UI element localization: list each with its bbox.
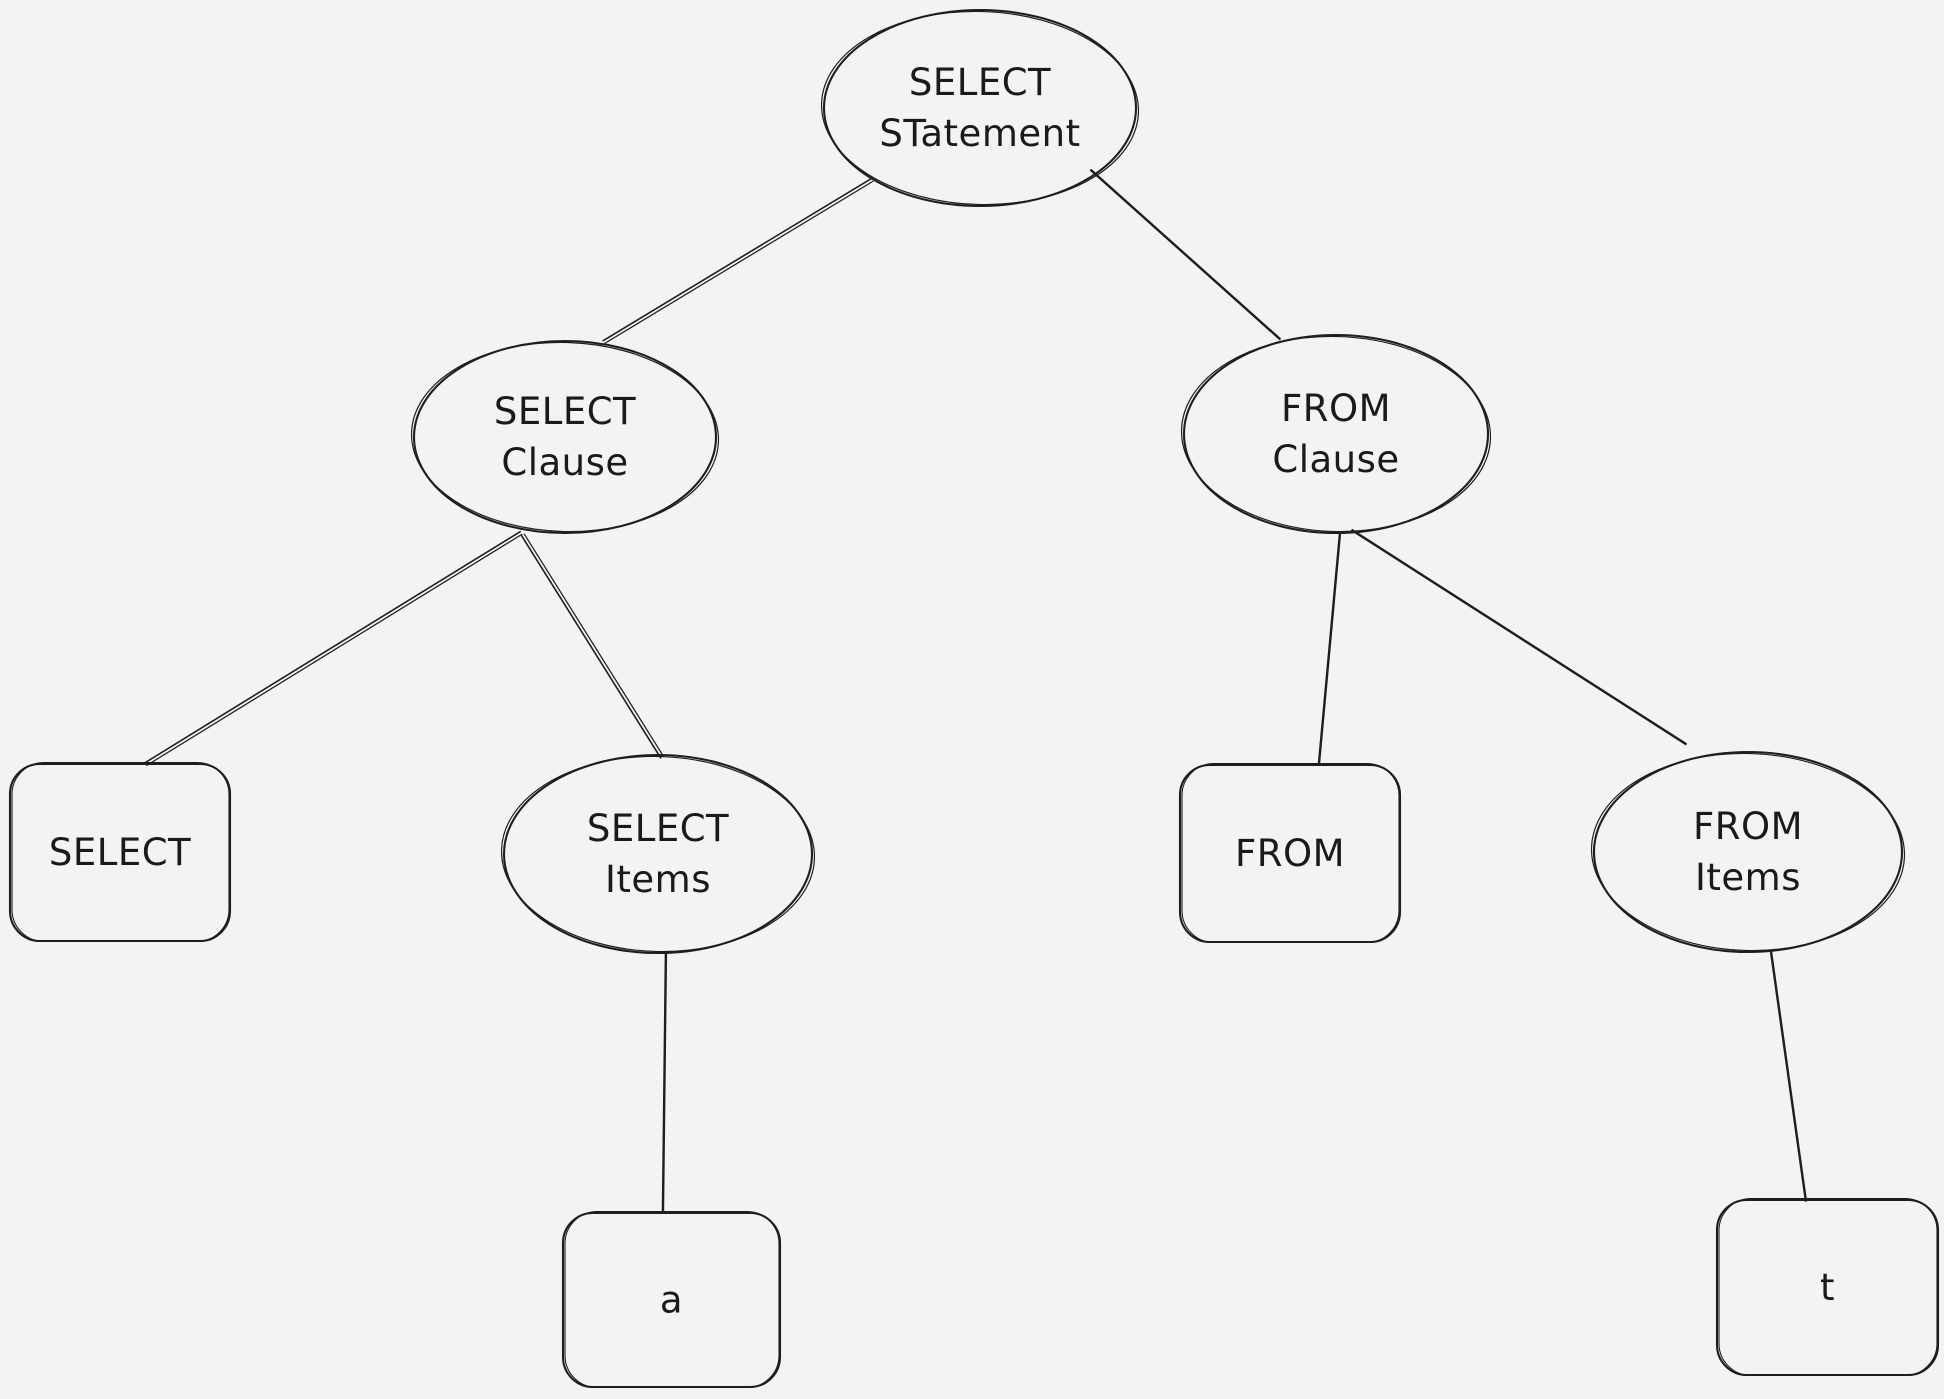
select-keyword-shape-sketch xyxy=(11,761,230,943)
select-clause-label: SELECT Clause xyxy=(494,390,636,484)
node-table-t[interactable]: t xyxy=(1715,1197,1940,1377)
column-a-label-line-1: a xyxy=(660,1279,683,1322)
edge-from-items-to-table-t[interactable] xyxy=(1769,950,1808,1202)
select-statement-label-line-1: SELECT xyxy=(909,61,1051,104)
edge-select-clause-to-select-items-stroke-1[interactable] xyxy=(520,535,662,759)
from-clause-shape[interactable] xyxy=(1182,333,1490,535)
node-from-items[interactable]: FROM Items xyxy=(1589,749,1907,955)
edge-select-statement-to-from-clause-stroke-1[interactable] xyxy=(1089,169,1281,341)
from-clause-label-line-1: FROM xyxy=(1281,387,1391,430)
select-statement-label: SELECT STatement xyxy=(879,61,1080,155)
edge-from-items-to-table-t-stroke-2[interactable] xyxy=(1770,950,1808,1202)
node-column-a[interactable]: a xyxy=(561,1210,782,1389)
edge-from-clause-to-from-items[interactable] xyxy=(1350,528,1687,746)
from-items-label: FROM Items xyxy=(1693,805,1803,899)
edge-select-statement-to-select-clause-stroke-1[interactable] xyxy=(602,177,872,342)
edge-from-clause-to-from-items-stroke-2[interactable] xyxy=(1351,528,1687,745)
select-statement-shape[interactable] xyxy=(822,8,1138,208)
select-keyword-label: SELECT xyxy=(49,831,191,874)
table-t-label-line-1: t xyxy=(1820,1266,1835,1309)
edge-from-clause-to-from-items-stroke-1[interactable] xyxy=(1350,529,1687,746)
edge-select-clause-to-select-keyword[interactable] xyxy=(144,530,523,766)
edge-from-clause-to-from-keyword[interactable] xyxy=(1317,533,1342,765)
select-items-shape-sketch xyxy=(500,755,816,953)
from-items-label-line-1: FROM xyxy=(1693,805,1803,848)
node-select-items[interactable]: SELECT Items xyxy=(499,752,817,956)
select-clause-shape[interactable] xyxy=(412,339,718,535)
from-keyword-label-line-1: FROM xyxy=(1235,832,1345,875)
select-statement-shape-sketch xyxy=(820,10,1140,206)
from-items-shape-sketch xyxy=(1590,752,1906,952)
edge-select-statement-to-from-clause-stroke-2[interactable] xyxy=(1090,169,1281,340)
node-from-clause[interactable]: FROM Clause xyxy=(1179,332,1493,536)
from-clause-shape-sketch xyxy=(1180,335,1492,533)
edge-select-items-to-column-a-stroke-1[interactable] xyxy=(661,951,667,1214)
select-clause-shape-sketch xyxy=(410,341,720,533)
edge-from-clause-to-from-keyword-stroke-1[interactable] xyxy=(1317,533,1341,765)
edge-select-statement-to-select-clause[interactable] xyxy=(602,177,874,344)
edge-from-items-to-table-t-stroke-1[interactable] xyxy=(1769,950,1807,1202)
edge-from-clause-to-from-keyword-stroke-2[interactable] xyxy=(1318,533,1342,765)
select-items-label: SELECT Items xyxy=(587,807,729,901)
from-items-label-line-2: Items xyxy=(1695,856,1801,899)
select-clause-label-line-2: Clause xyxy=(501,441,628,484)
select-items-shape[interactable] xyxy=(502,753,814,955)
edge-select-clause-to-select-keyword-stroke-2[interactable] xyxy=(146,533,523,766)
node-select-statement[interactable]: SELECT STatement xyxy=(819,7,1141,209)
edge-select-clause-to-select-items-stroke-2[interactable] xyxy=(523,533,664,757)
table-t-label: t xyxy=(1820,1266,1835,1309)
edge-select-clause-to-select-keyword-stroke-1[interactable] xyxy=(144,530,521,764)
select-items-label-line-2: Items xyxy=(605,858,711,901)
select-statement-label-line-2: STatement xyxy=(879,112,1080,155)
select-clause-label-line-1: SELECT xyxy=(494,390,636,433)
node-select-clause[interactable]: SELECT Clause xyxy=(409,338,721,535)
node-select-keyword[interactable]: SELECT xyxy=(8,761,232,943)
column-a-label: a xyxy=(660,1279,683,1322)
node-from-keyword[interactable]: FROM xyxy=(1178,762,1402,944)
table-t-shape-sketch xyxy=(1718,1197,1938,1377)
from-keyword-label: FROM xyxy=(1235,832,1345,875)
edge-select-items-to-column-a[interactable] xyxy=(661,951,668,1214)
edge-select-statement-to-from-clause[interactable] xyxy=(1089,169,1281,341)
edge-select-items-to-column-a-stroke-2[interactable] xyxy=(662,951,668,1214)
edge-select-statement-to-select-clause-stroke-2[interactable] xyxy=(604,180,874,344)
from-clause-label-line-2: Clause xyxy=(1272,438,1399,481)
column-a-shape-sketch xyxy=(564,1210,780,1389)
select-keyword-label-line-1: SELECT xyxy=(49,831,191,874)
edge-select-clause-to-select-items[interactable] xyxy=(520,533,664,759)
from-clause-label: FROM Clause xyxy=(1272,387,1399,481)
select-items-label-line-1: SELECT xyxy=(587,807,729,850)
from-items-shape[interactable] xyxy=(1592,750,1904,954)
from-keyword-shape-sketch xyxy=(1181,762,1400,944)
